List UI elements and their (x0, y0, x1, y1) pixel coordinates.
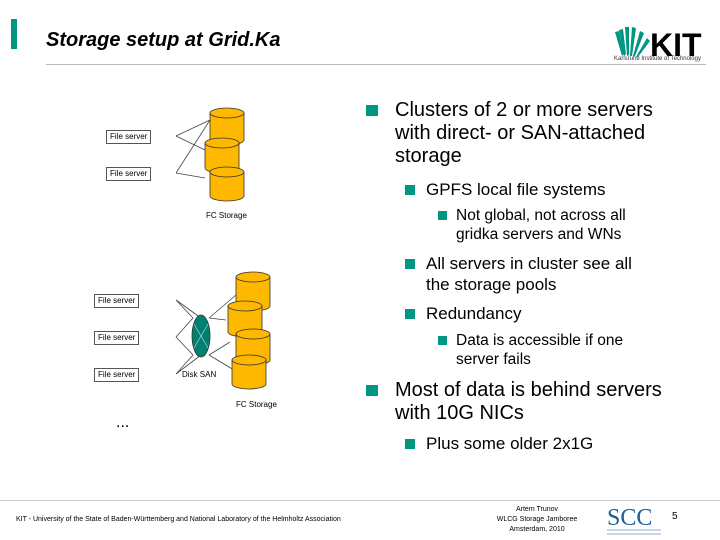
slide-title: Storage setup at Grid.Ka (46, 29, 281, 51)
disk-san-label: Disk SAN (182, 370, 217, 379)
svg-text:SCC: SCC (607, 505, 652, 531)
more-servers-ellipsis: ... (116, 414, 130, 431)
bullet-square-icon (405, 439, 415, 449)
file-server-box: File server (94, 368, 140, 382)
header-divider (46, 64, 706, 65)
bullet-list: Clusters of 2 or more servers with direc… (360, 96, 715, 476)
page-number: 5 (672, 511, 678, 522)
bullet-square-icon (366, 105, 378, 116)
storage-diagram: File server File server FC Storage File … (0, 0, 360, 470)
footer-location: Amsterdam, 2010 (509, 526, 565, 533)
footer-author: Artem Trunov (515, 506, 558, 513)
footer-institution-text: KIT - University of the State of Baden-W… (16, 516, 341, 523)
kit-logo-subtitle: Karlsruhe Institute of Technology (614, 56, 701, 62)
bullet-square-icon (405, 259, 415, 269)
scc-logo: SCC (607, 505, 661, 535)
bullet-square-icon (366, 385, 378, 396)
top-fc-storage-label: FC Storage (206, 211, 247, 220)
footer-event-info: Artem Trunov WLCG Storage Jamboree Amste… (478, 505, 596, 535)
bullet-square-icon (438, 211, 447, 220)
footer-event: WLCG Storage Jamboree (496, 516, 578, 523)
bullet-square-icon (405, 309, 415, 319)
title-accent-bar (11, 19, 17, 49)
file-server-box: File server (94, 331, 140, 345)
svg-text:KIT: KIT (650, 27, 702, 63)
bullet-square-icon (405, 185, 415, 195)
file-server-box: File server (106, 167, 152, 181)
bottom-fc-storage-label: FC Storage (236, 400, 277, 409)
file-server-box: File server (106, 130, 152, 144)
kit-logo: KIT (615, 27, 702, 63)
bullet-square-icon (438, 336, 447, 345)
file-server-box: File server (94, 294, 140, 308)
diagram-lines (175, 107, 271, 390)
footer-divider (0, 500, 720, 501)
